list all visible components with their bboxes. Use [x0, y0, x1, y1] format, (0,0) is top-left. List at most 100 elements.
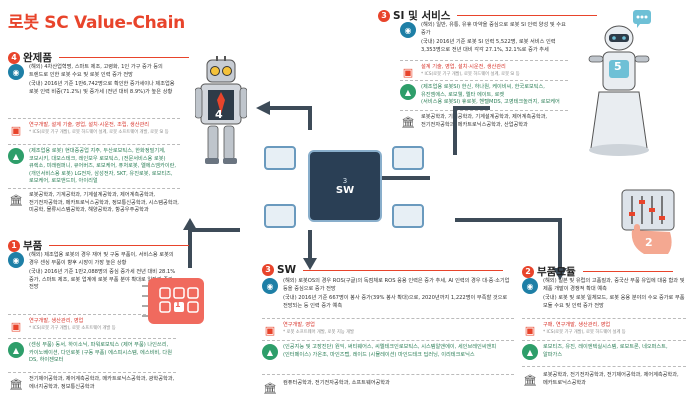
module-number: 2: [645, 236, 653, 249]
humanoid-robot-illustration: 4: [194, 56, 248, 166]
section-parts-header: 1 부품: [8, 238, 190, 253]
robot-number: 5: [614, 60, 622, 73]
jobs-note: * ICS(로봇 기구 개발), 로봇 하드웨어 설계, 로봇 SI 등: [421, 71, 520, 77]
section-number-badge: 3: [262, 264, 274, 276]
finished-companies: ▲ (제조업용 로봇) 현대중공업 지주, 두산로보틱스, 한화정밀기계, 코보…: [8, 148, 180, 186]
company-icon: ▲: [400, 84, 416, 100]
sw-chip-cluster: 3 SW: [240, 140, 450, 235]
section-number-badge: 3: [378, 9, 390, 22]
school-icon: 🏛: [9, 377, 23, 391]
intro-domestic: (국내) 2016년 기준 로봇 SI 인력 5,522명, 로봇 서비스 인력…: [421, 39, 556, 53]
intro-domestic: (국내) 2016년 기준 667명이 봉사 증가(39% 봉사 확대)으로, …: [283, 295, 508, 309]
companies-text: 로보티즈, 유진, 레이엔텍실시스템, 로보트론, 네오퍼스트, 알파가스: [543, 344, 668, 358]
company-icon: ▲: [262, 344, 278, 360]
sw-intro: ◉ (해외) 로봇OS의 경우 ROS(구글)의 독점체로 ROS 응용 인력은…: [262, 278, 514, 310]
company-icon: ▲: [8, 148, 24, 164]
jobs-note: * ICS(로봇 기구 개발), 로봇 하드웨어 설계, 로봇 소프트웨어 개발…: [29, 129, 169, 135]
si-companies: ▲ (제조업용 로봇SI) 한신, 하나원, 케이비씨, 한국로보틱스, 유진엠…: [400, 84, 568, 107]
jobs-note: * ICS(로봇 기구 개발), 로봇 소프트웨어 개발 등: [29, 325, 116, 331]
globe-icon: ◉: [8, 252, 24, 268]
divider: [8, 188, 180, 189]
module-companies: ▲ 로보티즈, 유진, 레이엔텍실시스템, 로보트론, 네오퍼스트, 알파가스: [522, 344, 686, 360]
divider: [522, 366, 686, 367]
briefcase-icon: ▣: [10, 319, 22, 333]
divider: [262, 318, 514, 319]
section-number-badge: 4: [8, 51, 20, 64]
intro-domestic: (국내) 2016년 기준 1만6,742명으로 확인한 증가세이나 제조업용 …: [29, 81, 175, 95]
arrow-head: [553, 268, 567, 280]
divider: [582, 271, 673, 272]
arrow-head: [183, 218, 197, 230]
companies-text: (제조업용 로봇SI) 한신, 하나원, 케이비씨, 한국로보틱스, 유진엠에스…: [421, 84, 545, 98]
companies-text: (센싱 부품) 동서, 하이소닉, 파워로보틱스 (제어 부품) 나인쓰리, 카…: [29, 342, 172, 364]
jobs-text: 연구개발, 설계 기술, 영업, 설치·시운전, 조립, 생산관리: [29, 122, 150, 128]
section-title: 부품모듈: [537, 266, 576, 278]
sw-jobs: ▣ 연구개발, 영업 * 로봇 소프트웨어 개발, 로봇 지능 개발: [262, 322, 514, 338]
chip-small: [264, 146, 296, 170]
divider: [8, 338, 176, 339]
arrow-head: [303, 258, 317, 270]
section-title: SI 및 서비스: [393, 10, 451, 22]
divider: [8, 314, 176, 315]
divider: [8, 372, 176, 373]
divider: [262, 374, 514, 375]
jobs-note: * ICS(로봇 기구 개발), 로봇 하드웨어 설계 등: [543, 329, 626, 335]
section-si-header: 3 SI 및 서비스: [378, 8, 598, 23]
finished-jobs: ▣ 연구개발, 설계 기술, 영업, 설치·시운전, 조립, 생산관리 * IC…: [8, 122, 180, 138]
schools-text: 로봇공학과, 전기전자공학과, 전기제어공학과, 제어계측공학과, 메카트로닉스…: [543, 372, 679, 386]
jobs-text: 연구개발, 영업: [283, 322, 315, 328]
intro-global: (해외) 제조업용 로봇의 경우 재어 및 구동 부품이, 서비스용 로봇의 경…: [29, 252, 174, 266]
parts-number: 1: [175, 300, 181, 309]
divider: [400, 110, 568, 111]
divider: [58, 57, 189, 58]
schools-text: 로봇공학과, 기계공학과, 기계설계공학과, 제어계측공학과, 전기전자공학과,…: [29, 192, 179, 214]
divider: [49, 245, 190, 246]
chip-number: 3: [342, 176, 348, 185]
schools-text: 컴퓨터공학과, 전기전자공학과, 소프트웨어공학과: [283, 380, 390, 386]
companies-text: (제조업용 로봇) 현대중공업 지주, 두산로보틱스, 한화정밀기계, 코보시키…: [29, 148, 176, 185]
section-title: 부품: [23, 240, 43, 252]
jobs-text: 연구개발, 생산관리, 영업: [29, 318, 84, 324]
schools-text: 전기제어공학과, 제어계측공학과, 메카트로닉스공학과, 광학공학과, 에너지공…: [29, 376, 175, 390]
intro-global: (해외) 일본 및 유럽의 고품질과, 중국산 부품 유입에 대응 함과 및 제…: [543, 278, 685, 292]
main-chip: 3 SW: [308, 150, 382, 222]
robot-number: 4: [215, 108, 223, 121]
school-icon: 🏛: [523, 373, 537, 387]
service-robot-illustration: 5: [585, 10, 655, 160]
arrow-to-module: [455, 218, 562, 268]
module-intro: ◉ (해외) 일본 및 유럽의 고품질과, 중국산 부품 유입에 대응 함과 및…: [522, 278, 686, 310]
divider: [400, 60, 568, 61]
company-icon: ▲: [522, 344, 538, 360]
module-controller-illustration: 2: [612, 186, 682, 258]
intro-global: (해외) 로봇OS의 경우 ROS(구글)의 독점체로 ROS 응용 인력은 증…: [283, 278, 510, 292]
parts-companies: ▲ (센싱 부품) 동서, 하이소닉, 파워로보틱스 (제어 부품) 나인쓰리,…: [8, 342, 176, 365]
divider: [8, 118, 180, 119]
divider: [400, 80, 568, 81]
jobs-text: 구매, 연구개발, 생산관리, 영업: [543, 322, 611, 328]
briefcase-icon: ▣: [264, 323, 276, 337]
section-title: 완제품: [23, 52, 52, 64]
section-title: SW: [277, 264, 297, 276]
finished-schools: 🏛 로봇공학과, 기계공학과, 기계설계공학과, 제어계측공학과, 전기전자공학…: [8, 192, 180, 215]
intro-global: (해외) 일반, 유통, 유휴 마약을 중심으로 로봇 SI 인력 양성 및 수…: [421, 22, 566, 36]
chip-small: [264, 204, 296, 228]
finished-intro: ◉ (해외) 4차산업혁명, 스마트 제조, 고령화, 1인 가구 증가 등의 …: [8, 64, 180, 96]
divider: [262, 340, 514, 341]
module-schools: 🏛 로봇공학과, 전기전자공학과, 전기제어공학과, 제어계측공학과, 메카트로…: [522, 372, 686, 388]
briefcase-icon: ▣: [402, 65, 414, 79]
page-title: 로봇 SC Value-Chain: [8, 13, 185, 33]
section-number-badge: 1: [8, 239, 20, 252]
si-schools: 🏛 로봇공학과, 기계공학과, 기계설계공학과, 제어계측공학과, 전기전자공학…: [400, 114, 568, 130]
divider: [8, 144, 180, 145]
sw-companies: ▲ (인공지능 및 고장진단) 원익, 써티웨어스, 씨엘테크인로보틱스, 시스…: [262, 344, 514, 360]
divider: [522, 340, 686, 341]
arrow-to-finished: [270, 106, 312, 130]
arrow-to-si: [453, 106, 490, 155]
jobs-note: * 로봇 소프트웨어 개발, 로봇 지능 개발: [283, 329, 355, 335]
sw-schools: 🏛 컴퓨터공학과, 전기전자공학과, 소프트웨어공학과: [262, 380, 514, 396]
section-module-header: 2 부품모듈: [522, 264, 673, 279]
school-icon: 🏛: [9, 193, 23, 207]
section-sw-header: 3 SW: [262, 264, 504, 276]
schools-text: 로봇공학과, 기계공학과, 기계설계공학과, 제어계측공학과, 전기전자공학과,…: [421, 114, 548, 128]
